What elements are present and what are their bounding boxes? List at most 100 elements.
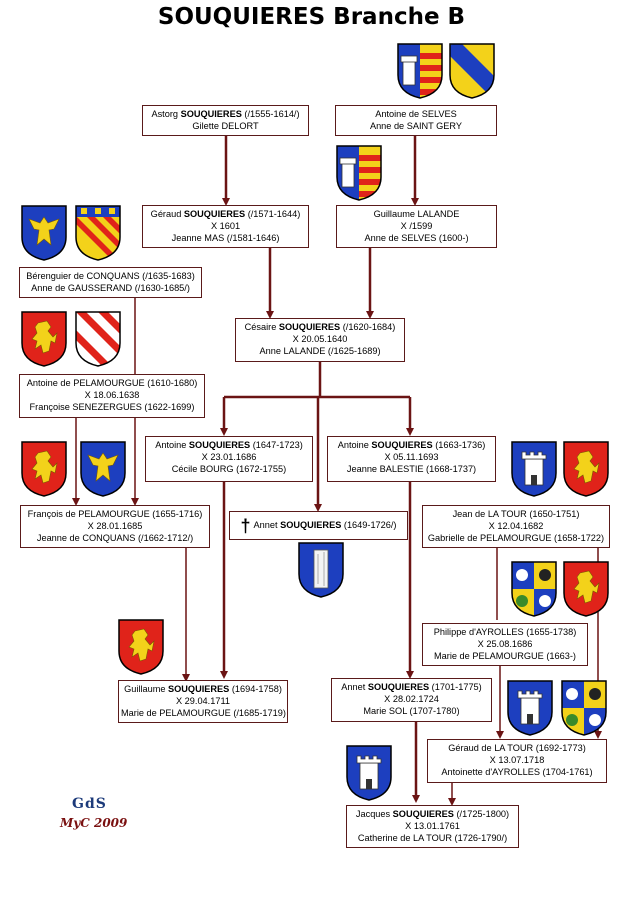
person-box-conquans: Bérenguier de CONQUANS (/1635-1683) Anne… <box>19 267 202 298</box>
surname: SOUQUIERES <box>168 684 230 694</box>
quartered-coat-of-arms-icon <box>511 561 557 617</box>
bendy-coat-of-arms-icon <box>75 311 121 367</box>
surname: SOUQUIERES <box>371 440 433 450</box>
given-name: Antoine <box>155 440 189 450</box>
surname: SOUQUIERES <box>180 109 242 119</box>
spouse: Gilette DELORT <box>192 121 259 131</box>
lion-coat-of-arms-icon <box>118 619 164 675</box>
marriage-date: X 12.04.1682 <box>488 521 544 531</box>
person-box-astorg: Astorg SOUQUIERES (/1555-1614/) Gilette … <box>142 105 309 136</box>
signature-text: MyC 2009 <box>60 816 128 830</box>
person-box-antoine-1647: Antoine SOUQUIERES (1647-1723) X 23.01.1… <box>145 436 313 482</box>
person-box-philippe: Philippe d'AYROLLES (1655-1738) X 25.08.… <box>422 623 588 666</box>
bend-coat-of-arms-icon <box>449 43 495 99</box>
person-name: Géraud de LA TOUR (1692-1773) <box>448 743 586 753</box>
spouse: Cécile BOURG (1672-1755) <box>171 464 287 474</box>
dates: (/1725-1800) <box>453 809 510 819</box>
marriage-date: X /1599 <box>400 221 433 231</box>
person-name: Guillaume LALANDE <box>373 209 460 219</box>
person-box-annet-1701: Annet SOUQUIERES (1701-1775) X 28.02.172… <box>331 678 492 722</box>
marriage-date: X 28.02.1724 <box>384 694 439 704</box>
given-name: Astorg <box>151 109 181 119</box>
surname: SOUQUIERES <box>280 520 342 530</box>
tower-coat-of-arms-icon <box>507 680 553 736</box>
person-box-geraud: Géraud SOUQUIERES (/1571-1644) X 1601 Je… <box>142 205 309 248</box>
person-box-guillaume: Guillaume SOUQUIERES (1694-1758) X 29.04… <box>118 680 288 723</box>
person-box-jacques: Jacques SOUQUIERES (/1725-1800) X 13.01.… <box>346 805 519 848</box>
surname: SOUQUIERES <box>367 682 430 692</box>
surname: SOUQUIERES <box>183 209 246 219</box>
marriage-date: X 13.07.1718 <box>489 755 545 765</box>
spouse: Catherine de LA TOUR (1726-1790/) <box>357 833 508 843</box>
marriage-date: X 05.11.1693 <box>384 452 439 462</box>
spouse: Marie SOL (1707-1780) <box>363 706 460 716</box>
marriage-date: X 29.04.1711 <box>176 696 230 706</box>
dates: (/1620-1684) <box>340 322 396 332</box>
eagle-coat-of-arms-icon <box>21 205 67 261</box>
marriage-date: X 1601 <box>210 221 241 231</box>
person-name: Bérenguier de CONQUANS (/1635-1683) <box>26 271 195 281</box>
given-name: Guillaume <box>124 684 169 694</box>
person-box-geraud-latour: Géraud de LA TOUR (1692-1773) X 13.07.17… <box>427 739 607 783</box>
marriage-date: X 28.01.1685 <box>87 521 143 531</box>
quartered-coat-of-arms-icon <box>561 680 607 736</box>
spouse: Marie de PELAMOURGUE (1663-) <box>434 651 576 661</box>
person-name: Philippe d'AYROLLES (1655-1738) <box>433 627 577 637</box>
marriage-date: X 25.08.1686 <box>477 639 533 649</box>
spouse: Gabrielle de PELAMOURGUE (1658-1722) <box>427 533 605 543</box>
tower-coat-of-arms-icon <box>511 441 557 497</box>
marriage-date: X 13.01.1761 <box>405 821 460 831</box>
dates: (1649-1726/) <box>341 520 397 530</box>
gds-logo-icon: GdS <box>72 796 107 812</box>
dates: (/1571-1644) <box>245 209 301 219</box>
dates: (1694-1758) <box>229 684 282 694</box>
person-box-antoine-1663: Antoine SOUQUIERES (1663-1736) X 05.11.1… <box>327 436 496 482</box>
surname: SOUQUIERES <box>188 440 251 450</box>
person-box-annet-1649: †Annet SOUQUIERES (1649-1726/) <box>229 511 408 540</box>
lion-coat-of-arms-icon <box>21 311 67 367</box>
given-name: Césaire <box>244 322 279 332</box>
bends-coat-of-arms-icon <box>75 205 121 261</box>
spouse: Françoise SENEZERGUES (1622-1699) <box>29 402 195 412</box>
lion-coat-of-arms-icon <box>563 441 609 497</box>
spouse: Anne LALANDE (/1625-1689) <box>259 346 381 356</box>
person-box-francois: François de PELAMOURGUE (1655-1716) X 28… <box>20 505 210 548</box>
spouse: Marie de PELAMOURGUE (/1685-1719) <box>121 708 286 718</box>
given-name: Annet <box>253 520 281 530</box>
cross-icon: † <box>240 515 251 536</box>
tower-coat-of-arms-icon <box>346 745 392 801</box>
tree-trunk-coat-of-arms-icon <box>298 542 344 598</box>
dates: (1663-1736) <box>432 440 486 450</box>
surname: SOUQUIERES <box>392 809 454 819</box>
spouse: Anne de GAUSSERAND (/1630-1685/) <box>31 283 190 293</box>
lion-coat-of-arms-icon <box>21 441 67 497</box>
given-name: Antoine <box>337 440 372 450</box>
dates: (1701-1775) <box>429 682 482 692</box>
given-name: Géraud <box>150 209 184 219</box>
person-box-lalande: Guillaume LALANDE X /1599 Anne de SELVES… <box>336 205 497 248</box>
page-title: SOUQUIERES Branche B <box>157 4 466 30</box>
person-box-pelamourgue-antoine: Antoine de PELAMOURGUE (1610-1680) X 18.… <box>19 374 205 418</box>
author-signature-logo: GdS MyC 2009 <box>60 796 130 836</box>
spouse: Anne de SELVES (1600-) <box>364 233 469 243</box>
spouse: Jeanne MAS (/1581-1646) <box>171 233 280 243</box>
spouse: Anne de SAINT GERY <box>369 121 463 131</box>
marriage-date: X 20.05.1640 <box>292 334 348 344</box>
tower-pale-coat-of-arms-icon <box>336 145 382 201</box>
marriage-date: X 18.06.1638 <box>84 390 140 400</box>
person-name: François de PELAMOURGUE (1655-1716) <box>27 509 203 519</box>
person-box-cesaire: Césaire SOUQUIERES (/1620-1684) X 20.05.… <box>235 318 405 362</box>
surname: SOUQUIERES <box>278 322 341 332</box>
person-name: Jean de LA TOUR (1650-1751) <box>452 509 580 519</box>
spouse: Antoinette d'AYROLLES (1704-1761) <box>441 767 593 777</box>
person-name: Antoine de SELVES <box>375 109 457 119</box>
dates: (/1555-1614/) <box>241 109 300 119</box>
eagle-coat-of-arms-icon <box>80 441 126 497</box>
person-name: Antoine de PELAMOURGUE (1610-1680) <box>26 378 198 388</box>
spouse: Jeanne BALESTIE (1668-1737) <box>346 464 477 474</box>
given-name: Jacques <box>355 809 393 819</box>
person-box-jean-latour: Jean de LA TOUR (1650-1751) X 12.04.1682… <box>422 505 610 548</box>
marriage-date: X 23.01.1686 <box>201 452 257 462</box>
lion-coat-of-arms-icon <box>563 561 609 617</box>
